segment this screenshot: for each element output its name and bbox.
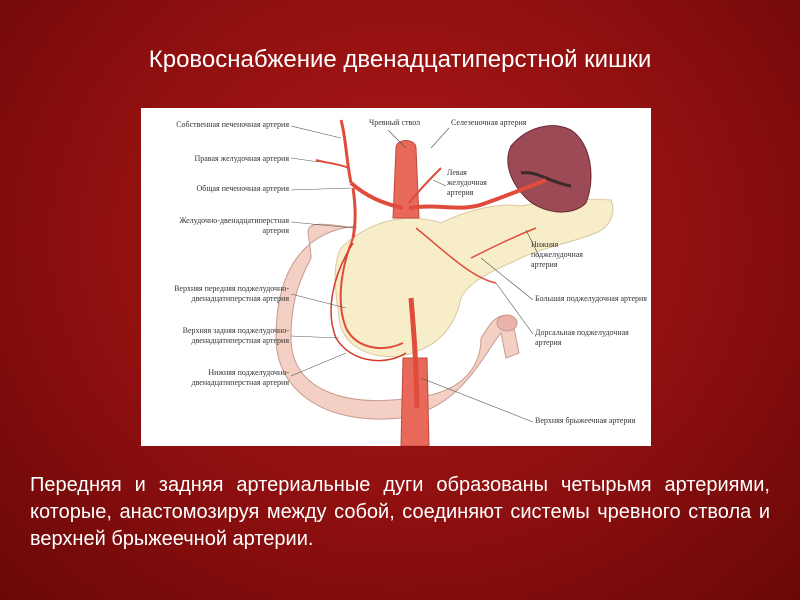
- pancreas: [334, 198, 614, 358]
- anatomy-illustration: [275, 119, 614, 446]
- label-celiac-trunk: Чревный ствол: [369, 118, 421, 127]
- label-sup-ant-pancreaticoduodenal-artery: Верхняя передняя поджелудочно-двенадцати…: [174, 284, 289, 303]
- label-splenic-artery: Селезеночная артерия: [451, 118, 527, 127]
- dorsal-pancreatic-artery: [415, 227, 497, 284]
- label-common-hepatic-artery: Общая печеночная артерия: [196, 184, 289, 193]
- great-pancreatic-artery: [470, 227, 537, 259]
- duodenum-opening: [496, 314, 518, 332]
- label-gastroduodenal-artery: Желудочно-двенадцатиперстная артерия: [179, 216, 289, 235]
- label-superior-mesenteric-artery: Верхняя брыжеечная артерия: [535, 416, 636, 425]
- right-gastric-artery: [315, 159, 350, 169]
- left-gastric-artery: [408, 167, 442, 204]
- label-left-gastric-artery: Левая желудочная артерия: [447, 168, 487, 197]
- slide-caption: Передняя и задняя артериальные дуги обра…: [30, 474, 770, 550]
- label-right-gastric-artery: Правая желудочная артерия: [194, 154, 289, 163]
- spleen: [507, 125, 592, 213]
- label-sup-post-pancreaticoduodenal-artery: Верхняя задняя поджелудочно-двенадцатипе…: [182, 326, 289, 345]
- duodenum: [275, 223, 520, 420]
- duodenum-blood-supply-diagram: Собственная печеночная артерия Правая же…: [141, 108, 651, 446]
- superior-mesenteric-artery: [408, 297, 420, 409]
- superior-pancreaticoduodenal-arcade: [339, 237, 404, 349]
- splenic-artery: [408, 178, 547, 210]
- label-inf-pancreaticoduodenal-artery: Нижняя поджелудочно-двенадцатиперстная а…: [191, 368, 290, 387]
- spleen-hilum-vessels: [520, 171, 572, 188]
- label-proper-hepatic-artery: Собственная печеночная артерия: [176, 120, 289, 129]
- slide-title: Кровоснабжение двенадцатиперстной кишки: [148, 46, 652, 73]
- label-inferior-pancreatic-artery: Нижняя поджелудочная артерия: [531, 240, 583, 269]
- gastroduodenal-artery: [351, 187, 357, 239]
- proper-hepatic-artery: [339, 119, 353, 184]
- common-hepatic-artery: [349, 181, 404, 210]
- leader-lines: [290, 125, 540, 423]
- label-dorsal-pancreatic-artery: Дорсальная поджелудочная артерия: [535, 328, 629, 347]
- label-great-pancreatic-artery: Большая поджелудочная артерия: [535, 294, 647, 303]
